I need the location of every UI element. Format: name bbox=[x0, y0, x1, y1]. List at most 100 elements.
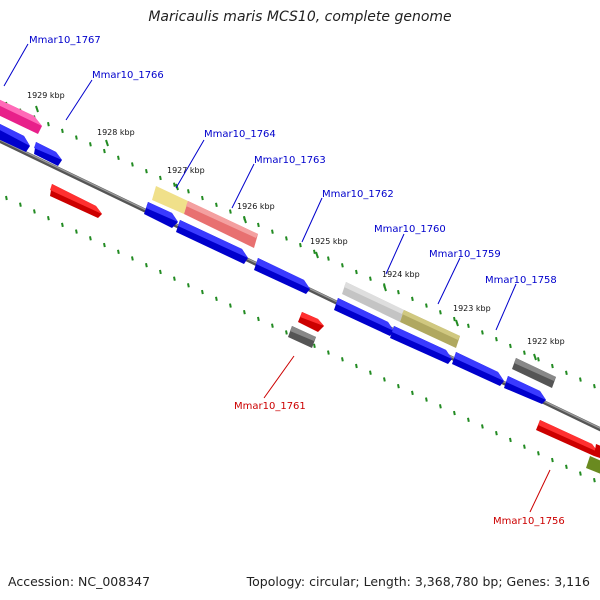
track-dash bbox=[425, 303, 428, 308]
track-dash bbox=[215, 296, 218, 301]
label-leaders bbox=[3, 43, 551, 513]
track-dash bbox=[75, 135, 78, 140]
track-dash bbox=[257, 316, 260, 322]
gene-label-mmar10-1762[interactable]: Mmar10_1762 bbox=[322, 189, 394, 200]
track-dash bbox=[355, 269, 358, 275]
track-dash bbox=[257, 222, 260, 228]
track-dash bbox=[467, 417, 470, 422]
track-dash bbox=[453, 410, 456, 416]
track-dash bbox=[439, 310, 442, 315]
gene-labels: Mmar10_1767 Mmar10_1766 Mmar10_1764 Mmar… bbox=[29, 35, 565, 527]
gene-label-mmar10-1759[interactable]: Mmar10_1759 bbox=[429, 249, 501, 260]
track-dash bbox=[411, 296, 414, 302]
gene-features bbox=[0, 99, 600, 476]
track-dash bbox=[285, 236, 288, 241]
tick-label-1925: 1925 kbp bbox=[310, 237, 348, 246]
track-dash bbox=[467, 323, 470, 328]
track-dash bbox=[271, 229, 274, 234]
track-dash bbox=[33, 209, 36, 214]
track-dash bbox=[61, 222, 64, 228]
outer-tick-track bbox=[5, 101, 596, 389]
track-dash bbox=[159, 269, 162, 275]
gene-label-mmar10-1760[interactable]: Mmar10_1760 bbox=[374, 224, 446, 235]
track-dash bbox=[327, 256, 330, 261]
track-dash bbox=[579, 377, 582, 382]
track-dash bbox=[355, 363, 358, 369]
gene-label-mmar10-1763[interactable]: Mmar10_1763 bbox=[254, 155, 326, 166]
track-dash bbox=[369, 370, 372, 375]
map-title: Maricaulis maris MCS10, complete genome bbox=[148, 9, 452, 25]
track-dash bbox=[117, 249, 120, 254]
track-dash bbox=[313, 249, 316, 255]
track-dash bbox=[47, 215, 50, 221]
track-dash bbox=[201, 289, 204, 295]
track-dash bbox=[89, 142, 92, 147]
track-dash bbox=[313, 343, 316, 349]
track-dash bbox=[215, 202, 218, 207]
accession-text: Accession: NC_008347 bbox=[8, 574, 151, 589]
track-dash bbox=[173, 182, 176, 187]
track-dash bbox=[523, 350, 526, 355]
track-dash bbox=[299, 242, 302, 248]
tick-label-1929: 1929 kbp bbox=[27, 91, 65, 100]
track-dash bbox=[383, 377, 386, 382]
tick-label-1924: 1924 kbp bbox=[382, 270, 420, 279]
track-dash bbox=[5, 195, 8, 201]
track-dash bbox=[117, 155, 120, 160]
track-dash bbox=[397, 383, 400, 389]
gene-label-mmar10-1764[interactable]: Mmar10_1764 bbox=[204, 129, 276, 140]
gene-feature-red-edge[interactable] bbox=[594, 444, 600, 460]
track-dash bbox=[131, 162, 134, 167]
gene-label-mmar10-1761[interactable]: Mmar10_1761 bbox=[234, 401, 306, 412]
track-dash bbox=[187, 283, 190, 288]
track-dash bbox=[593, 478, 596, 483]
track-dash bbox=[593, 384, 596, 389]
track-dash bbox=[341, 357, 344, 362]
track-dash bbox=[551, 457, 554, 463]
track-dash bbox=[537, 357, 540, 362]
scale-ticks: 1929 kbp 1928 kbp 1927 kbp 1926 kbp 1925… bbox=[27, 91, 565, 361]
track-dash bbox=[481, 330, 484, 335]
topology-text: Topology: circular; Length: 3,368,780 bp… bbox=[246, 574, 590, 589]
track-dash bbox=[327, 350, 330, 355]
tick-label-1922: 1922 kbp bbox=[527, 337, 565, 346]
track-dash bbox=[47, 121, 50, 127]
track-dash bbox=[495, 431, 498, 436]
track-dash bbox=[61, 128, 64, 134]
track-dash bbox=[579, 471, 582, 476]
track-dash bbox=[411, 390, 414, 396]
track-dash bbox=[369, 276, 372, 281]
tick-label-1928: 1928 kbp bbox=[97, 128, 135, 137]
track-dash bbox=[537, 451, 540, 456]
gene-feature-mmar10-1764[interactable] bbox=[152, 186, 188, 214]
tick-label-1923: 1923 kbp bbox=[453, 304, 491, 313]
track-dash bbox=[453, 316, 456, 322]
track-dash bbox=[19, 202, 22, 207]
track-dash bbox=[75, 229, 78, 234]
track-dash bbox=[229, 303, 232, 308]
track-dash bbox=[243, 310, 246, 315]
track-dash bbox=[523, 444, 526, 449]
track-dash bbox=[103, 242, 106, 248]
track-dash bbox=[425, 397, 428, 402]
gene-feature-olive-edge[interactable] bbox=[586, 456, 600, 476]
gene-label-mmar10-1758[interactable]: Mmar10_1758 bbox=[485, 275, 557, 286]
track-dash bbox=[173, 276, 176, 281]
track-dash bbox=[145, 263, 148, 268]
track-dash bbox=[495, 337, 498, 342]
inner-tick-track bbox=[5, 195, 596, 483]
track-dash bbox=[187, 189, 190, 194]
gene-label-mmar10-1766[interactable]: Mmar10_1766 bbox=[92, 70, 164, 81]
track-dash bbox=[481, 424, 484, 429]
gene-label-mmar10-1767[interactable]: Mmar10_1767 bbox=[29, 35, 101, 46]
track-dash bbox=[509, 437, 512, 443]
track-dash bbox=[131, 256, 134, 261]
track-dash bbox=[159, 175, 162, 181]
gene-label-mmar10-1756[interactable]: Mmar10_1756 bbox=[493, 516, 565, 527]
track-dash bbox=[103, 148, 106, 154]
track-dash bbox=[89, 236, 92, 241]
track-dash bbox=[341, 263, 344, 268]
track-dash bbox=[439, 404, 442, 409]
track-dash bbox=[509, 343, 512, 349]
tick-label-1926: 1926 kbp bbox=[237, 202, 275, 211]
